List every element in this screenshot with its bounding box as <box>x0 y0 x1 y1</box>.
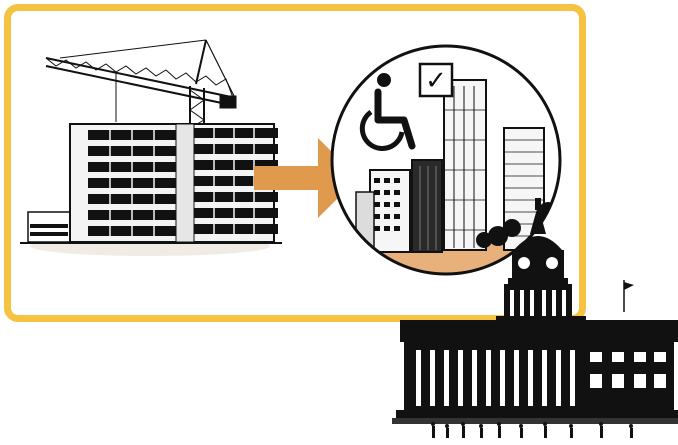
building-under-construction-icon <box>20 123 282 244</box>
crane-icon <box>45 39 237 129</box>
town-hall-icon <box>392 198 678 438</box>
wheelchair-icon <box>359 73 416 151</box>
checkbox-checked-icon: ✓ <box>418 62 454 98</box>
construction-site <box>20 39 282 256</box>
checkbox-mark: ✓ <box>425 66 447 96</box>
